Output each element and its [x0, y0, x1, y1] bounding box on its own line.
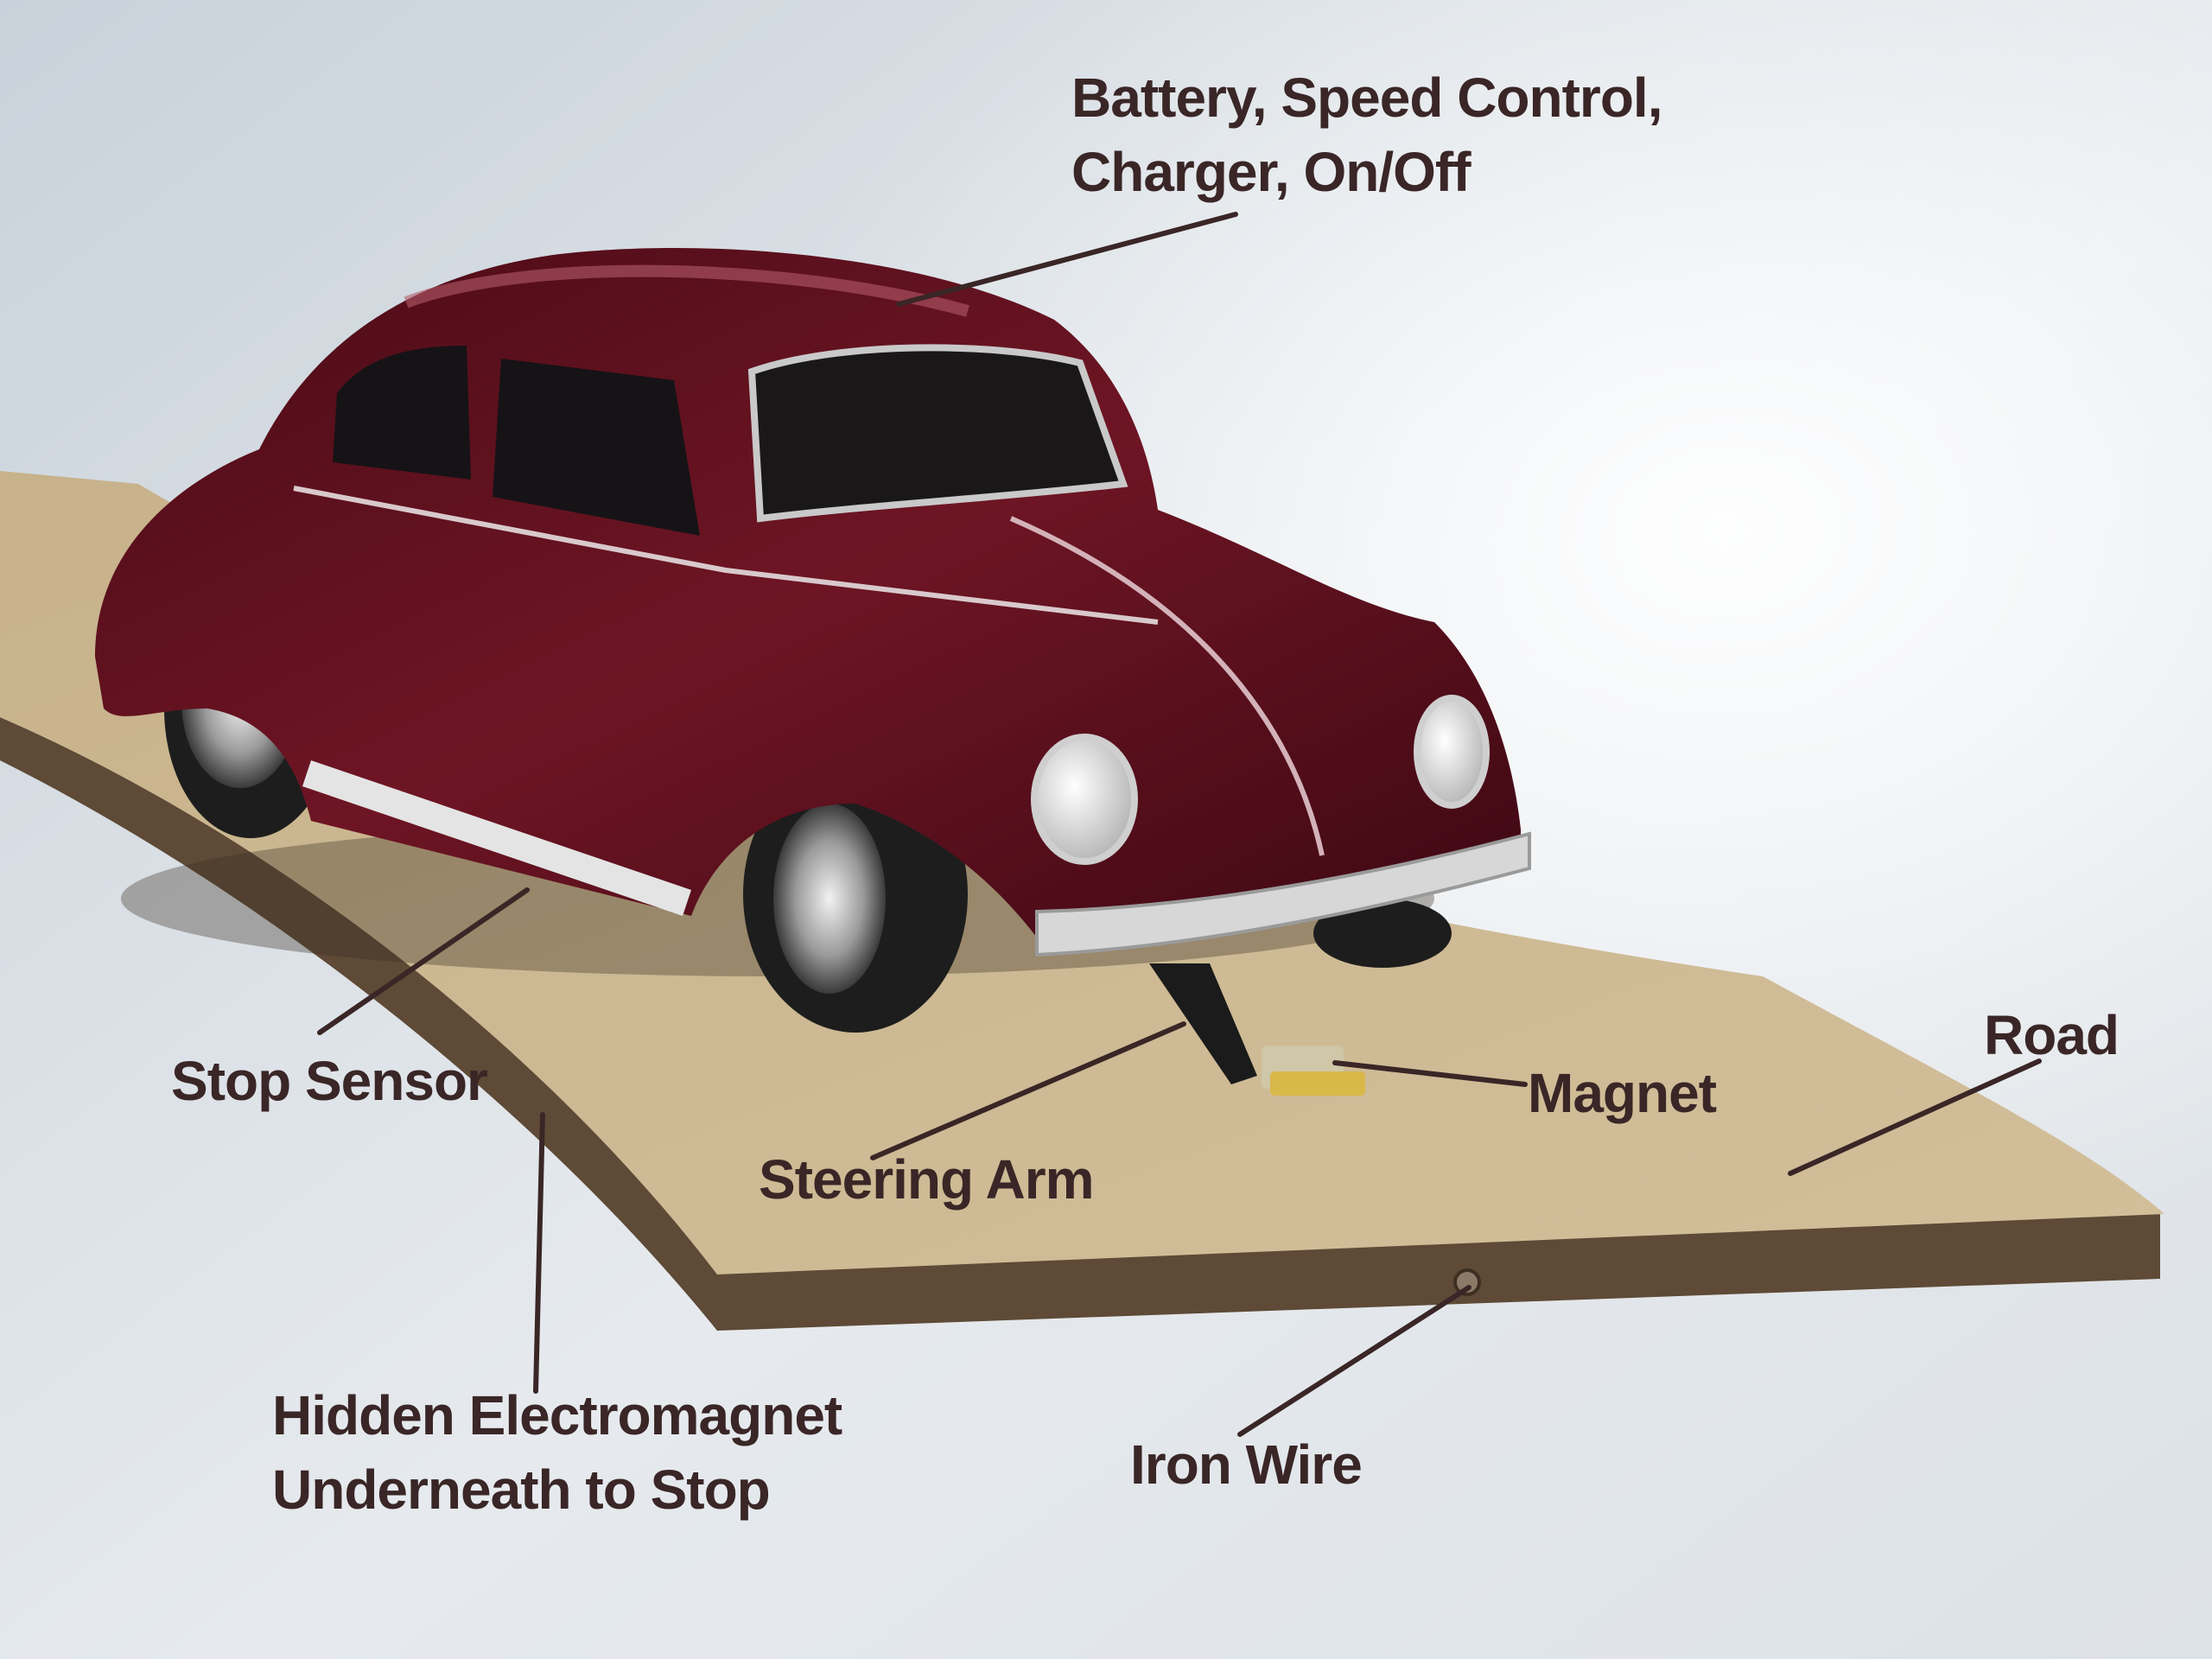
battery-label-line1: Battery, Speed Control,: [1071, 67, 1662, 129]
magnet-label: Magnet: [1528, 1056, 1717, 1130]
road-edge: [0, 717, 2160, 1331]
side-trim: [293, 486, 1159, 625]
front-wheel-rim: [773, 804, 886, 994]
steering-arm: [1149, 963, 1257, 1084]
right-headlight: [1414, 695, 1490, 809]
magnet-tape: [1270, 1071, 1365, 1096]
magnet-label-text: Magnet: [1528, 1062, 1717, 1124]
front-side-window: [493, 359, 700, 536]
leader-lines: [317, 212, 2042, 1437]
electromagnet-leader-line: [533, 1112, 545, 1394]
toy-car: [95, 248, 1531, 1096]
stop-sensor-leader-line: [317, 887, 530, 1035]
road-leader-line: [1788, 1058, 2042, 1176]
roof-highlight: [404, 264, 969, 317]
stop-sensor-label: Stop Sensor: [171, 1044, 488, 1118]
stop-sensor-label-text: Stop Sensor: [171, 1050, 488, 1112]
iron-wire-label-text: Iron Wire: [1130, 1433, 1363, 1496]
windshield: [747, 344, 1128, 523]
hidden-electromagnet-label-line2: Underneath to Stop: [272, 1459, 771, 1521]
hidden-electromagnet-label: Hidden Electromagnet Underneath to Stop: [272, 1378, 842, 1527]
battery-leader-line: [896, 212, 1238, 307]
battery-label-line2: Charger, On/Off: [1071, 141, 1471, 203]
hood-ridge: [1009, 516, 1325, 856]
magnet-leader-line: [1332, 1060, 1528, 1087]
left-headlight: [1031, 734, 1138, 865]
road-label: Road: [1984, 998, 2120, 1072]
right-front-wheel: [1313, 899, 1452, 968]
iron-wire-label: Iron Wire: [1130, 1427, 1363, 1502]
iron-wire-leader-line: [1237, 1285, 1471, 1437]
steering-arm-leader-line: [870, 1021, 1186, 1160]
iron-wire-end: [1453, 1268, 1481, 1296]
rear-side-window: [333, 346, 471, 480]
running-board: [302, 760, 691, 916]
battery-label: Battery, Speed Control, Charger, On/Off: [1071, 60, 1662, 209]
hidden-electromagnet-label-line1: Hidden Electromagnet: [272, 1384, 842, 1446]
road-label-text: Road: [1984, 1004, 2120, 1066]
steering-arm-label-text: Steering Arm: [759, 1148, 1094, 1211]
front-bumper: [1035, 831, 1531, 957]
steering-arm-label: Steering Arm: [759, 1142, 1094, 1217]
